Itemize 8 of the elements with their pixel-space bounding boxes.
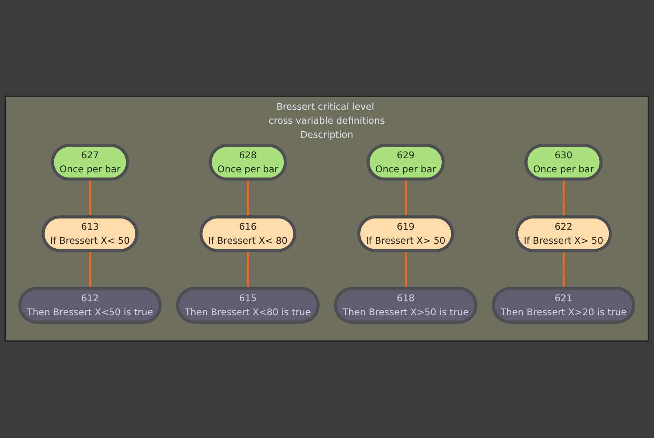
connector [405,251,408,290]
connector [563,180,565,218]
connector [247,180,250,218]
connector [247,251,250,290]
connector [563,251,565,290]
connector [89,251,92,290]
connector [89,180,92,218]
connector [405,180,408,218]
